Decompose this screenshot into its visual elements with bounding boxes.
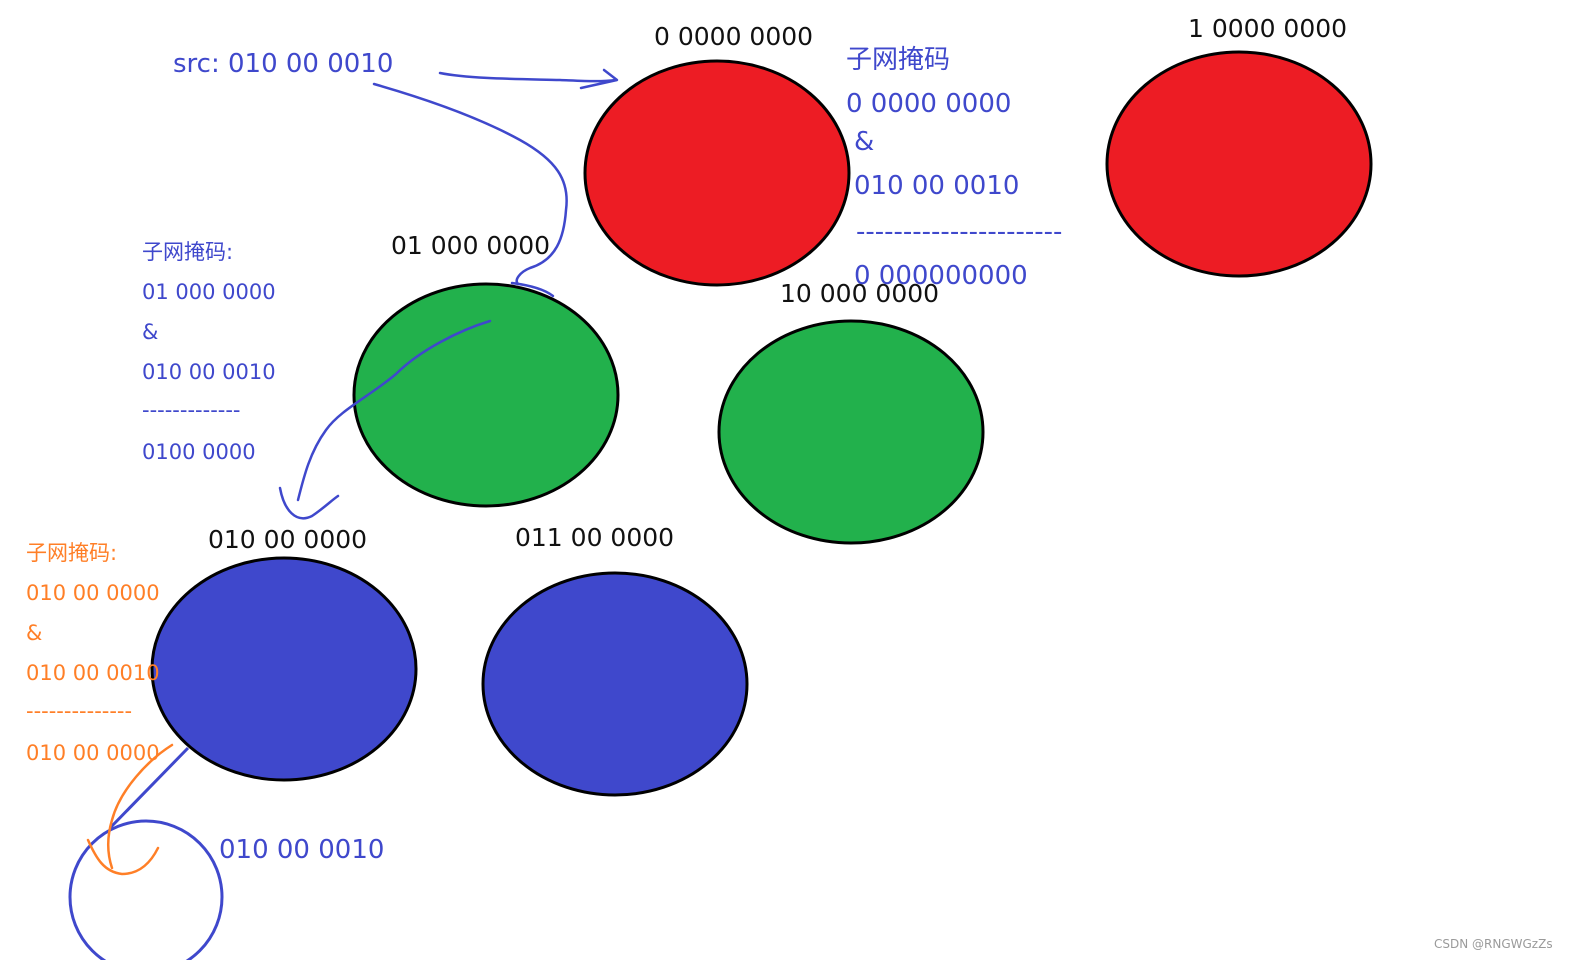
src-arrow <box>438 71 618 83</box>
leaf-node <box>68 819 224 960</box>
mask-top-sep: ---------------------- <box>856 217 1062 247</box>
label-blue-left: 010 00 0000 <box>208 525 367 554</box>
mask-top-result: 0 000000000 <box>854 261 1028 291</box>
watermark: CSDN @RNGWGzZs <box>1434 937 1553 951</box>
path-arrowhead-green <box>510 281 555 298</box>
label-green-left: 01 000 0000 <box>391 231 550 260</box>
leaf-connector <box>108 746 190 830</box>
label-leaf: 010 00 0010 <box>219 835 384 865</box>
mask-blue-a: 010 00 0000 <box>26 581 160 605</box>
mask-green-op: & <box>142 320 158 344</box>
mask-blue-title: 子网掩码: <box>26 541 117 565</box>
label-red-left: 0 0000 0000 <box>654 22 813 51</box>
label-blue-right: 011 00 0000 <box>515 523 674 552</box>
mask-note-green: 子网掩码: 01 000 0000 & 010 00 0010 --------… <box>142 240 276 464</box>
red-node-left <box>583 59 851 287</box>
path-arrow-to-blue <box>296 319 492 502</box>
mask-note-blue: 子网掩码: 010 00 0000 & 010 00 0010 --------… <box>26 541 160 765</box>
green-node-left <box>352 282 620 508</box>
label-green-right: 10 000 0000 <box>780 279 939 308</box>
blue-node-left <box>150 556 418 782</box>
mask-green-b: 010 00 0010 <box>142 360 276 384</box>
orange-arrow <box>107 743 174 870</box>
mask-green-a: 01 000 0000 <box>142 280 276 304</box>
green-node-right <box>717 319 985 545</box>
mask-blue-result: 010 00 0000 <box>26 741 160 765</box>
mask-green-title: 子网掩码: <box>142 240 233 264</box>
path-arrowhead-blue <box>278 486 340 520</box>
mask-blue-sep: -------------- <box>26 699 132 723</box>
src-arrowhead <box>579 68 619 90</box>
label-red-right: 1 0000 0000 <box>1188 14 1347 43</box>
mask-top-title: 子网掩码 <box>846 45 950 75</box>
blue-node-right <box>481 571 749 797</box>
path-arrow-to-green <box>372 82 568 286</box>
mask-green-sep: ------------- <box>142 398 241 422</box>
mask-blue-op: & <box>26 621 42 645</box>
src-label: src: 010 00 0010 <box>173 49 393 79</box>
mask-top-b: 010 00 0010 <box>854 171 1019 201</box>
mask-note-top: 子网掩码 0 0000 0000 & 010 00 0010 ---------… <box>846 45 1062 291</box>
mask-top-a: 0 0000 0000 <box>846 89 1011 119</box>
orange-arrowhead <box>86 838 160 876</box>
mask-top-op: & <box>854 127 874 157</box>
mask-green-result: 0100 0000 <box>142 440 256 464</box>
red-node-right <box>1105 50 1373 278</box>
mask-blue-b: 010 00 0010 <box>26 661 160 685</box>
